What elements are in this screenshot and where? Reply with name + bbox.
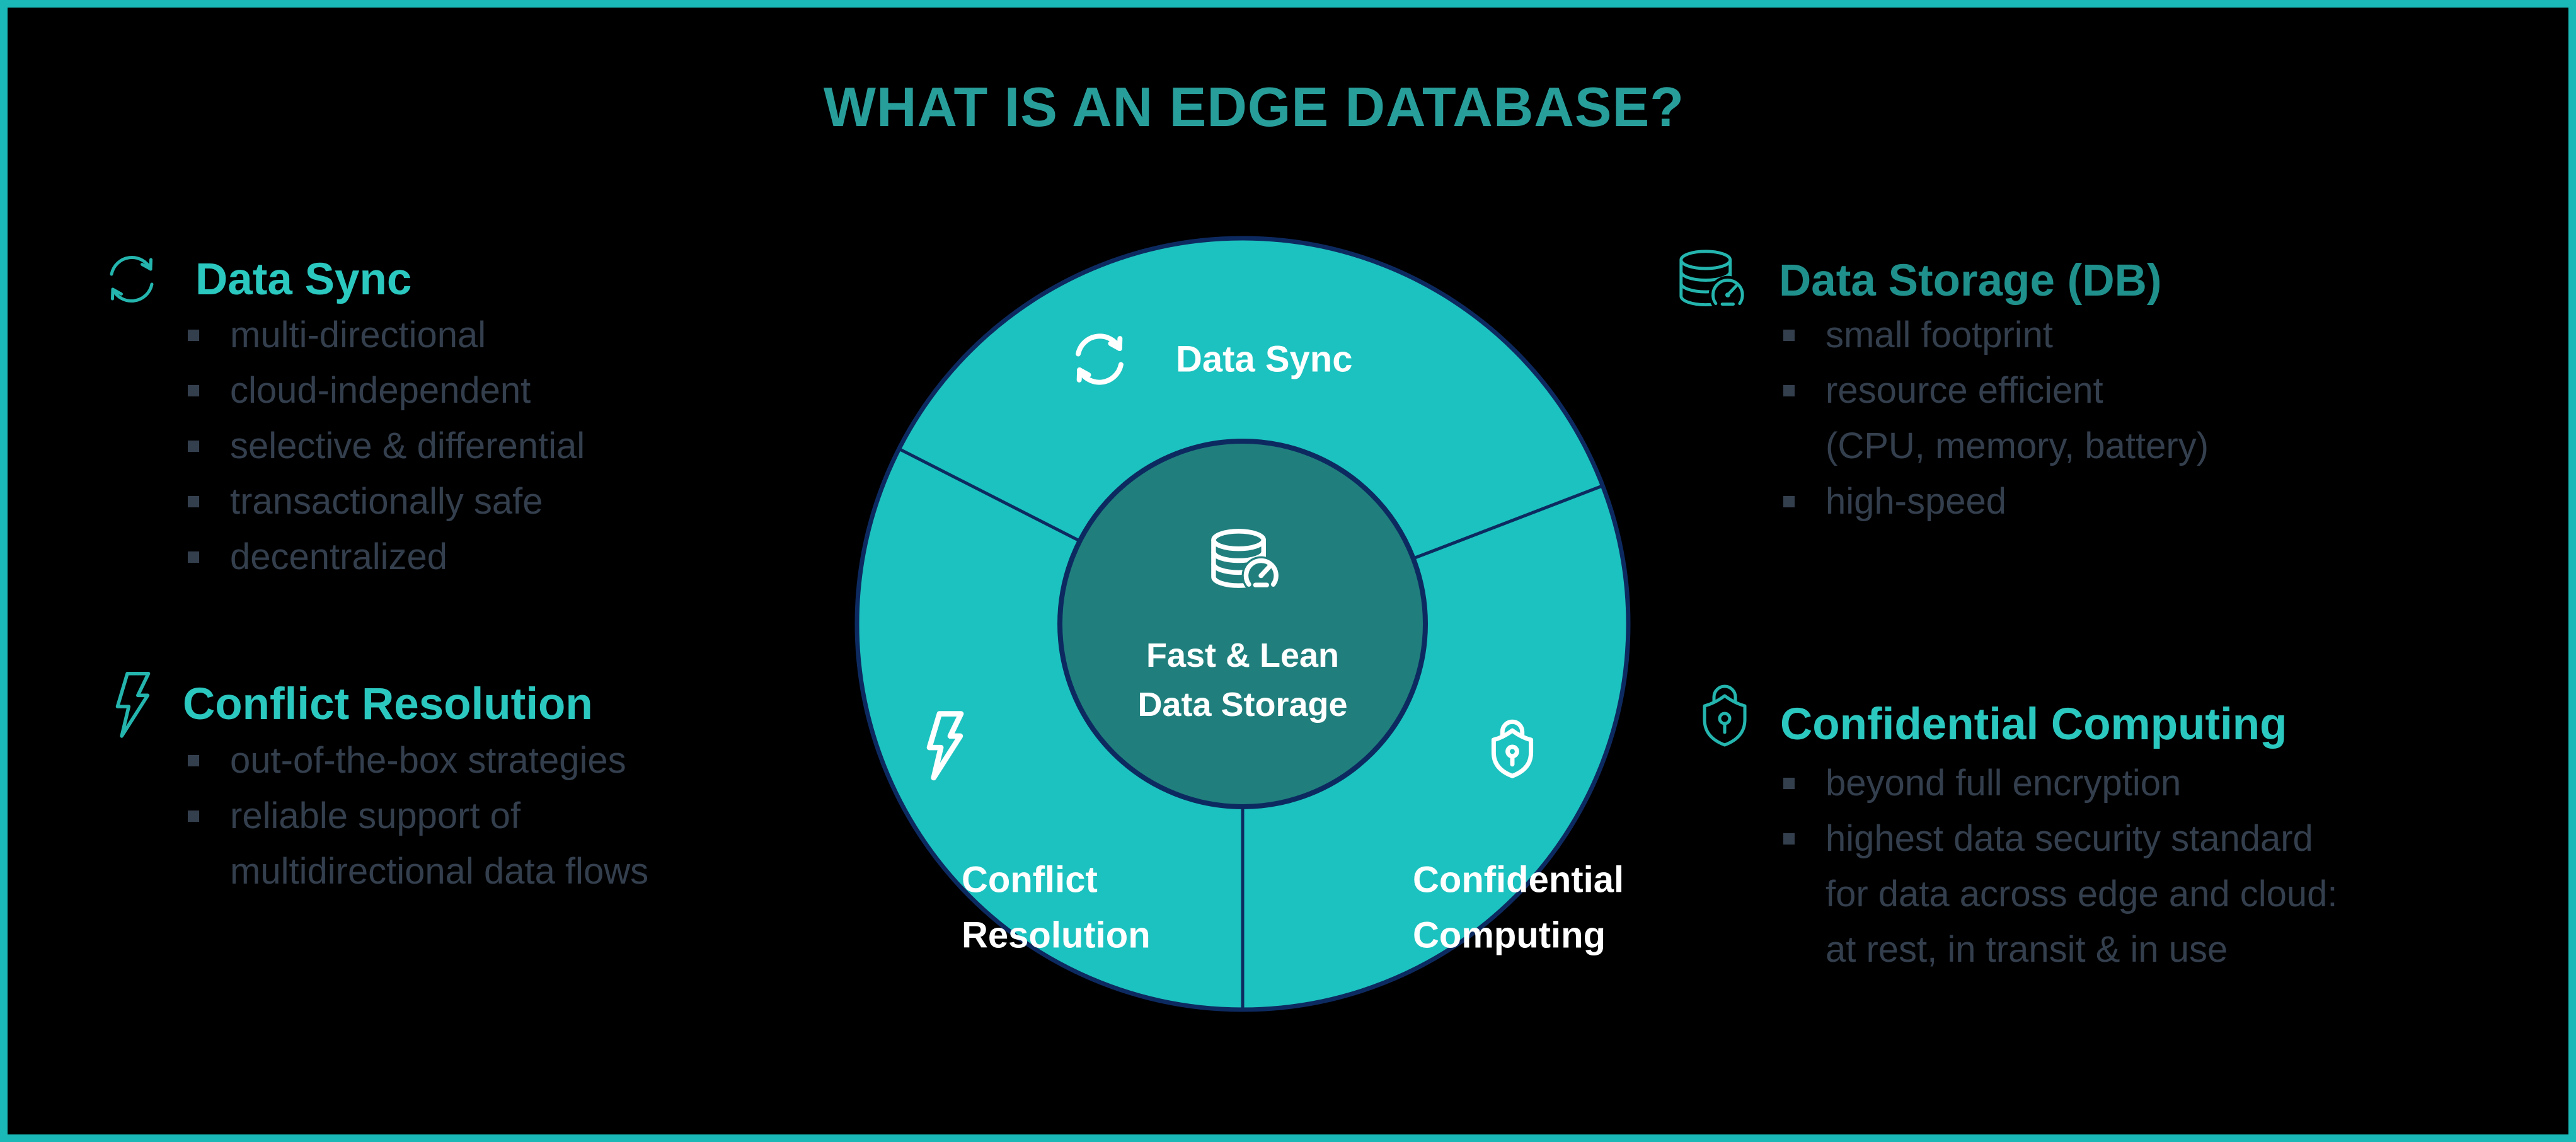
bullet-item: highest data security standard xyxy=(1783,811,2338,867)
bullet-item: small footprint xyxy=(1783,308,2209,363)
segment-label-data-sync: Data Sync xyxy=(1176,339,1352,380)
section-heading-data-storage: Data Storage (DB) xyxy=(1779,256,2162,306)
bullet-continuation: for data across edge and cloud: xyxy=(1826,874,2338,914)
edge-database-circle-diagram: Data Sync Conflict Resolution Confidenti… xyxy=(854,236,1631,1012)
bullet-item: cloud-independent xyxy=(188,363,585,418)
bullet-item: out-of-the-box strategies xyxy=(188,733,648,788)
segment-label-resolution: Resolution xyxy=(962,915,1151,956)
padlock-shield-icon xyxy=(1699,678,1750,749)
lightning-icon xyxy=(108,671,158,741)
inner-circle xyxy=(1057,439,1428,809)
bullet-continuation: (CPU, memory, battery) xyxy=(1826,425,2209,466)
segment-label-conflict: Conflict xyxy=(962,860,1098,901)
database-speedometer-icon xyxy=(1674,247,1751,318)
data-sync-bullet-list: multi-directional cloud-independent sele… xyxy=(188,308,585,585)
center-label-line2: Data Storage xyxy=(1137,686,1347,724)
bullet-item: selective & differential xyxy=(188,418,585,474)
section-heading-data-sync: Data Sync xyxy=(195,255,412,304)
bullet-item: transactionally safe xyxy=(188,474,585,529)
section-heading-confidential-computing: Confidential Computing xyxy=(1780,700,2287,749)
center-label-line1: Fast & Lean xyxy=(1146,637,1339,674)
bullet-continuation: multidirectional data flows xyxy=(230,851,649,892)
divider-right xyxy=(1412,484,1604,560)
bullet-item: reliable support of xyxy=(188,788,648,844)
page-title: WHAT IS AN EDGE DATABASE? xyxy=(823,76,1685,138)
confidential-computing-bullet-list: beyond full encryption highest data secu… xyxy=(1783,756,2338,978)
bullet-item: high-speed xyxy=(1783,474,2209,529)
bullet-item: resource efficient xyxy=(1783,363,2209,418)
bullet-continuation: at rest, in transit & in use xyxy=(1826,929,2228,970)
data-storage-bullet-list: small footprint resource efficient (CPU,… xyxy=(1783,308,2209,529)
bullet-item: multi-directional xyxy=(188,308,585,363)
conflict-resolution-bullet-list: out-of-the-box strategies reliable suppo… xyxy=(188,733,648,899)
segment-label-computing: Computing xyxy=(1413,915,1606,956)
segment-label-confidential: Confidential xyxy=(1413,860,1624,901)
bullet-item: decentralized xyxy=(188,529,585,585)
sync-icon xyxy=(96,248,168,311)
section-heading-conflict-resolution: Conflict Resolution xyxy=(183,679,593,729)
divider-left xyxy=(898,447,1081,543)
bullet-item: beyond full encryption xyxy=(1783,756,2338,811)
